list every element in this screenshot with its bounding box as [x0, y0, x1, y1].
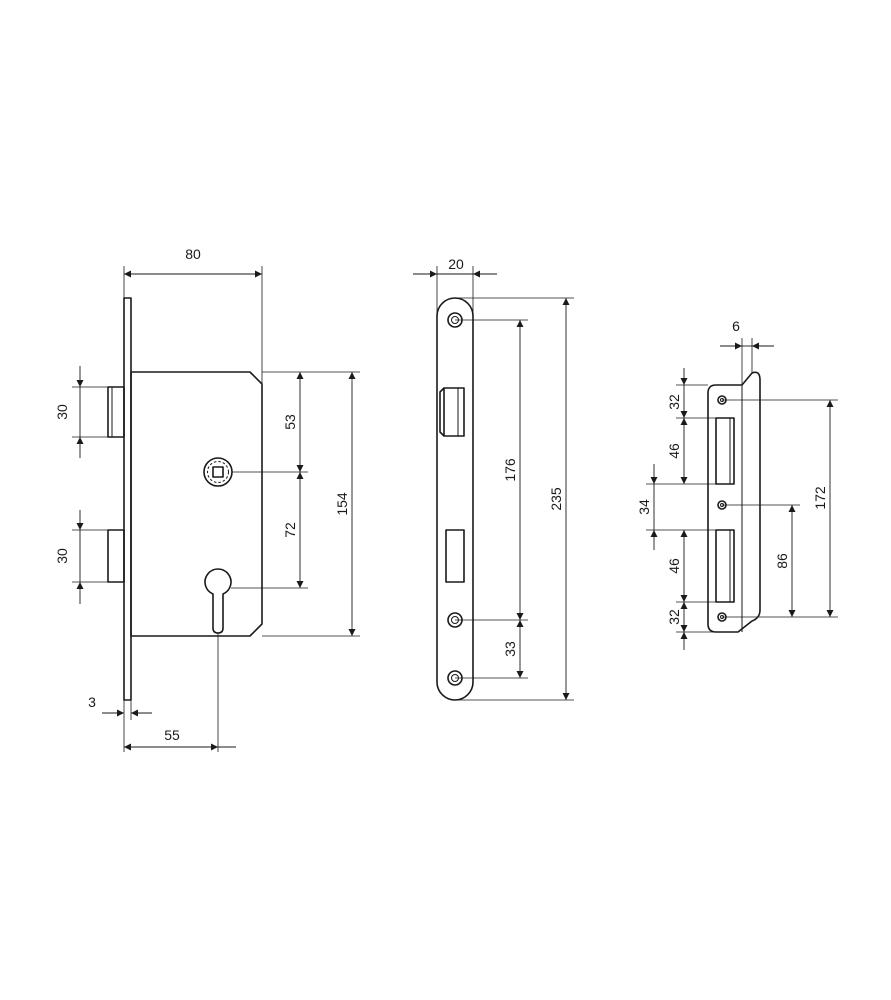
lock-faceplate — [123, 297, 132, 701]
strike-bolt-slot — [715, 529, 735, 603]
dim-172: 172 — [812, 486, 828, 510]
spindle-hub — [203, 457, 233, 487]
dim-32-bottom: 32 — [666, 609, 682, 625]
dim-32-top: 32 — [666, 394, 682, 410]
faceplate-latch-slot — [443, 387, 465, 437]
strike-plate-view: 6 32 46 34 46 32 86 — [636, 318, 838, 650]
latch-bolt — [107, 386, 125, 438]
lock-case — [130, 371, 263, 637]
dim-176: 176 — [502, 458, 518, 482]
dim-55: 55 — [164, 727, 180, 743]
strike-outline — [707, 371, 761, 633]
faceplate-front-view: 20 176 33 235 — [413, 256, 574, 701]
faceplate-bolt-slot — [445, 529, 465, 583]
cylinder-hole — [204, 568, 232, 634]
dim-20: 20 — [448, 256, 464, 272]
dim-6: 6 — [732, 318, 740, 334]
strike-latch-slot — [715, 417, 735, 485]
dim-80: 80 — [185, 246, 201, 262]
dim-30-bottom: 30 — [54, 548, 70, 564]
dim-72: 72 — [282, 522, 298, 538]
dim-33: 33 — [502, 641, 518, 657]
dim-34: 34 — [636, 499, 652, 515]
dim-30-top: 30 — [54, 404, 70, 420]
faceplate-outline — [436, 297, 474, 701]
dim-154: 154 — [334, 492, 350, 516]
dim-3: 3 — [88, 694, 96, 710]
dim-46-top: 46 — [666, 443, 682, 459]
dim-235: 235 — [548, 487, 564, 511]
dim-53: 53 — [282, 414, 298, 430]
dim-86: 86 — [774, 553, 790, 569]
dim-46-bottom: 46 — [666, 558, 682, 574]
lock-body-view: 80 30 30 53 72 154 3 — [54, 246, 360, 752]
dead-bolt — [107, 529, 125, 583]
